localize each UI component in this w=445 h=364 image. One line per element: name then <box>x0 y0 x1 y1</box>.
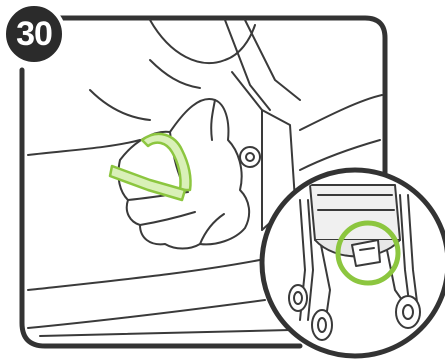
step-number: 30 <box>6 6 62 62</box>
step-badge: 30 <box>2 2 66 66</box>
detail-magnifier-icon <box>262 170 445 356</box>
